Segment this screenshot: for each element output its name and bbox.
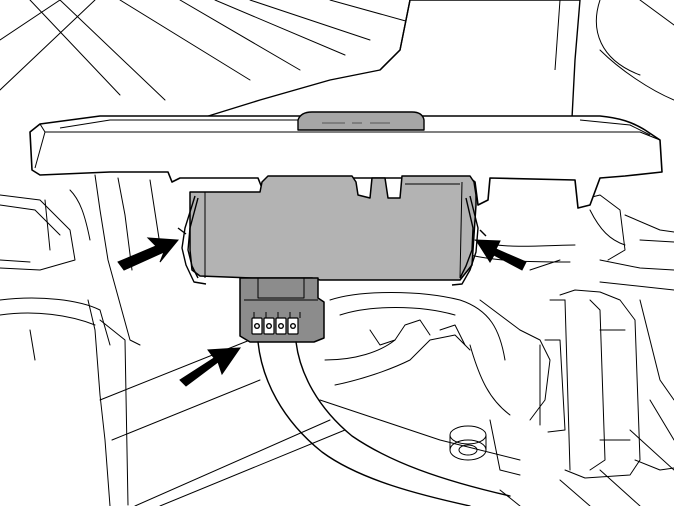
mounting-panel (29, 115, 663, 209)
arrow-icon-left-clip (117, 237, 180, 271)
upper-panel-trim (175, 0, 581, 127)
arrow-icon-right-clip (475, 239, 527, 271)
right-retaining-clip (451, 195, 487, 286)
control-module (189, 175, 477, 343)
panel-release-tab (297, 111, 425, 131)
wiring-harness (257, 341, 511, 506)
arrow-icon-connector (179, 347, 241, 387)
left-retaining-clip (177, 195, 207, 285)
